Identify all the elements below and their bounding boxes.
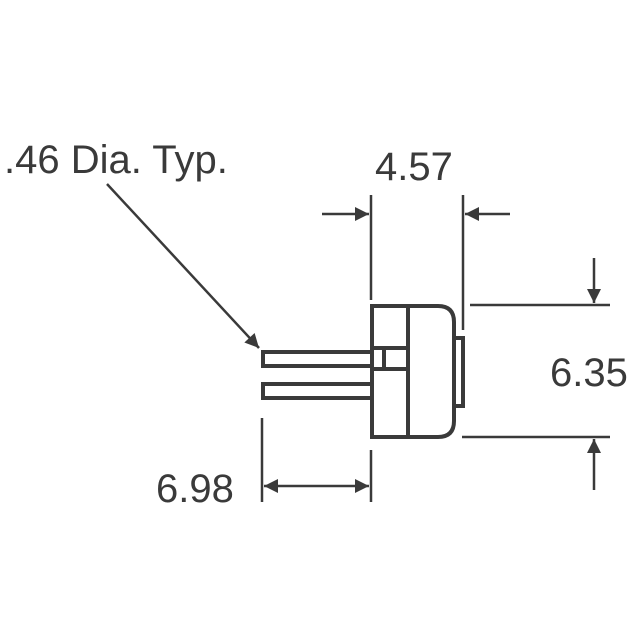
- body-outline: [370, 304, 456, 439]
- leader-arrow: [106, 183, 260, 349]
- body-height-label: 6.35: [550, 351, 628, 395]
- adjust-knob: [452, 336, 465, 408]
- lead-housing-inner: [370, 346, 410, 371]
- lead-bottom: [261, 382, 374, 400]
- lead-diameter-label: .46 Dia. Typ.: [4, 138, 228, 182]
- body-depth-label: 4.57: [375, 145, 453, 189]
- lead-length-label: 6.98: [156, 467, 234, 511]
- lead-top: [261, 350, 374, 368]
